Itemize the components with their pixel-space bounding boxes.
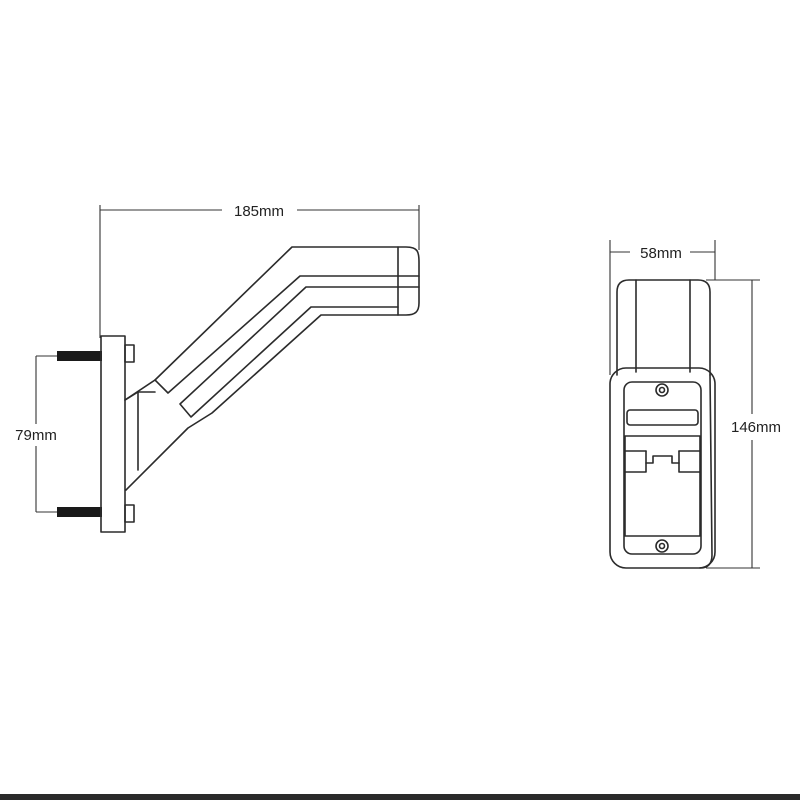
mounting-bolt-top bbox=[57, 351, 102, 361]
side-view: 185mm 79mm bbox=[15, 203, 420, 533]
dimension-height-label: 146mm bbox=[731, 419, 781, 436]
screw-top-icon bbox=[655, 383, 669, 397]
front-view: 58mm 146mm bbox=[609, 240, 781, 569]
dimension-length: 185mm bbox=[99, 203, 420, 338]
mounting-plate bbox=[100, 335, 135, 533]
front-slot bbox=[626, 409, 699, 426]
connector-recess bbox=[624, 435, 701, 537]
front-mounting-plate bbox=[609, 367, 716, 569]
dimension-width-label: 58mm bbox=[640, 245, 682, 262]
dimension-length-label: 185mm bbox=[234, 203, 284, 220]
dimension-bolt-spacing-label: 79mm bbox=[15, 427, 57, 444]
bottom-border-bar bbox=[0, 794, 800, 800]
lamp-arm bbox=[124, 246, 420, 491]
dimension-width: 58mm bbox=[609, 240, 716, 375]
screw-bottom-icon bbox=[655, 539, 669, 553]
mounting-bolt-bottom bbox=[57, 507, 102, 517]
dimension-height: 146mm bbox=[706, 279, 781, 569]
dimension-bolt-spacing: 79mm bbox=[15, 355, 58, 513]
